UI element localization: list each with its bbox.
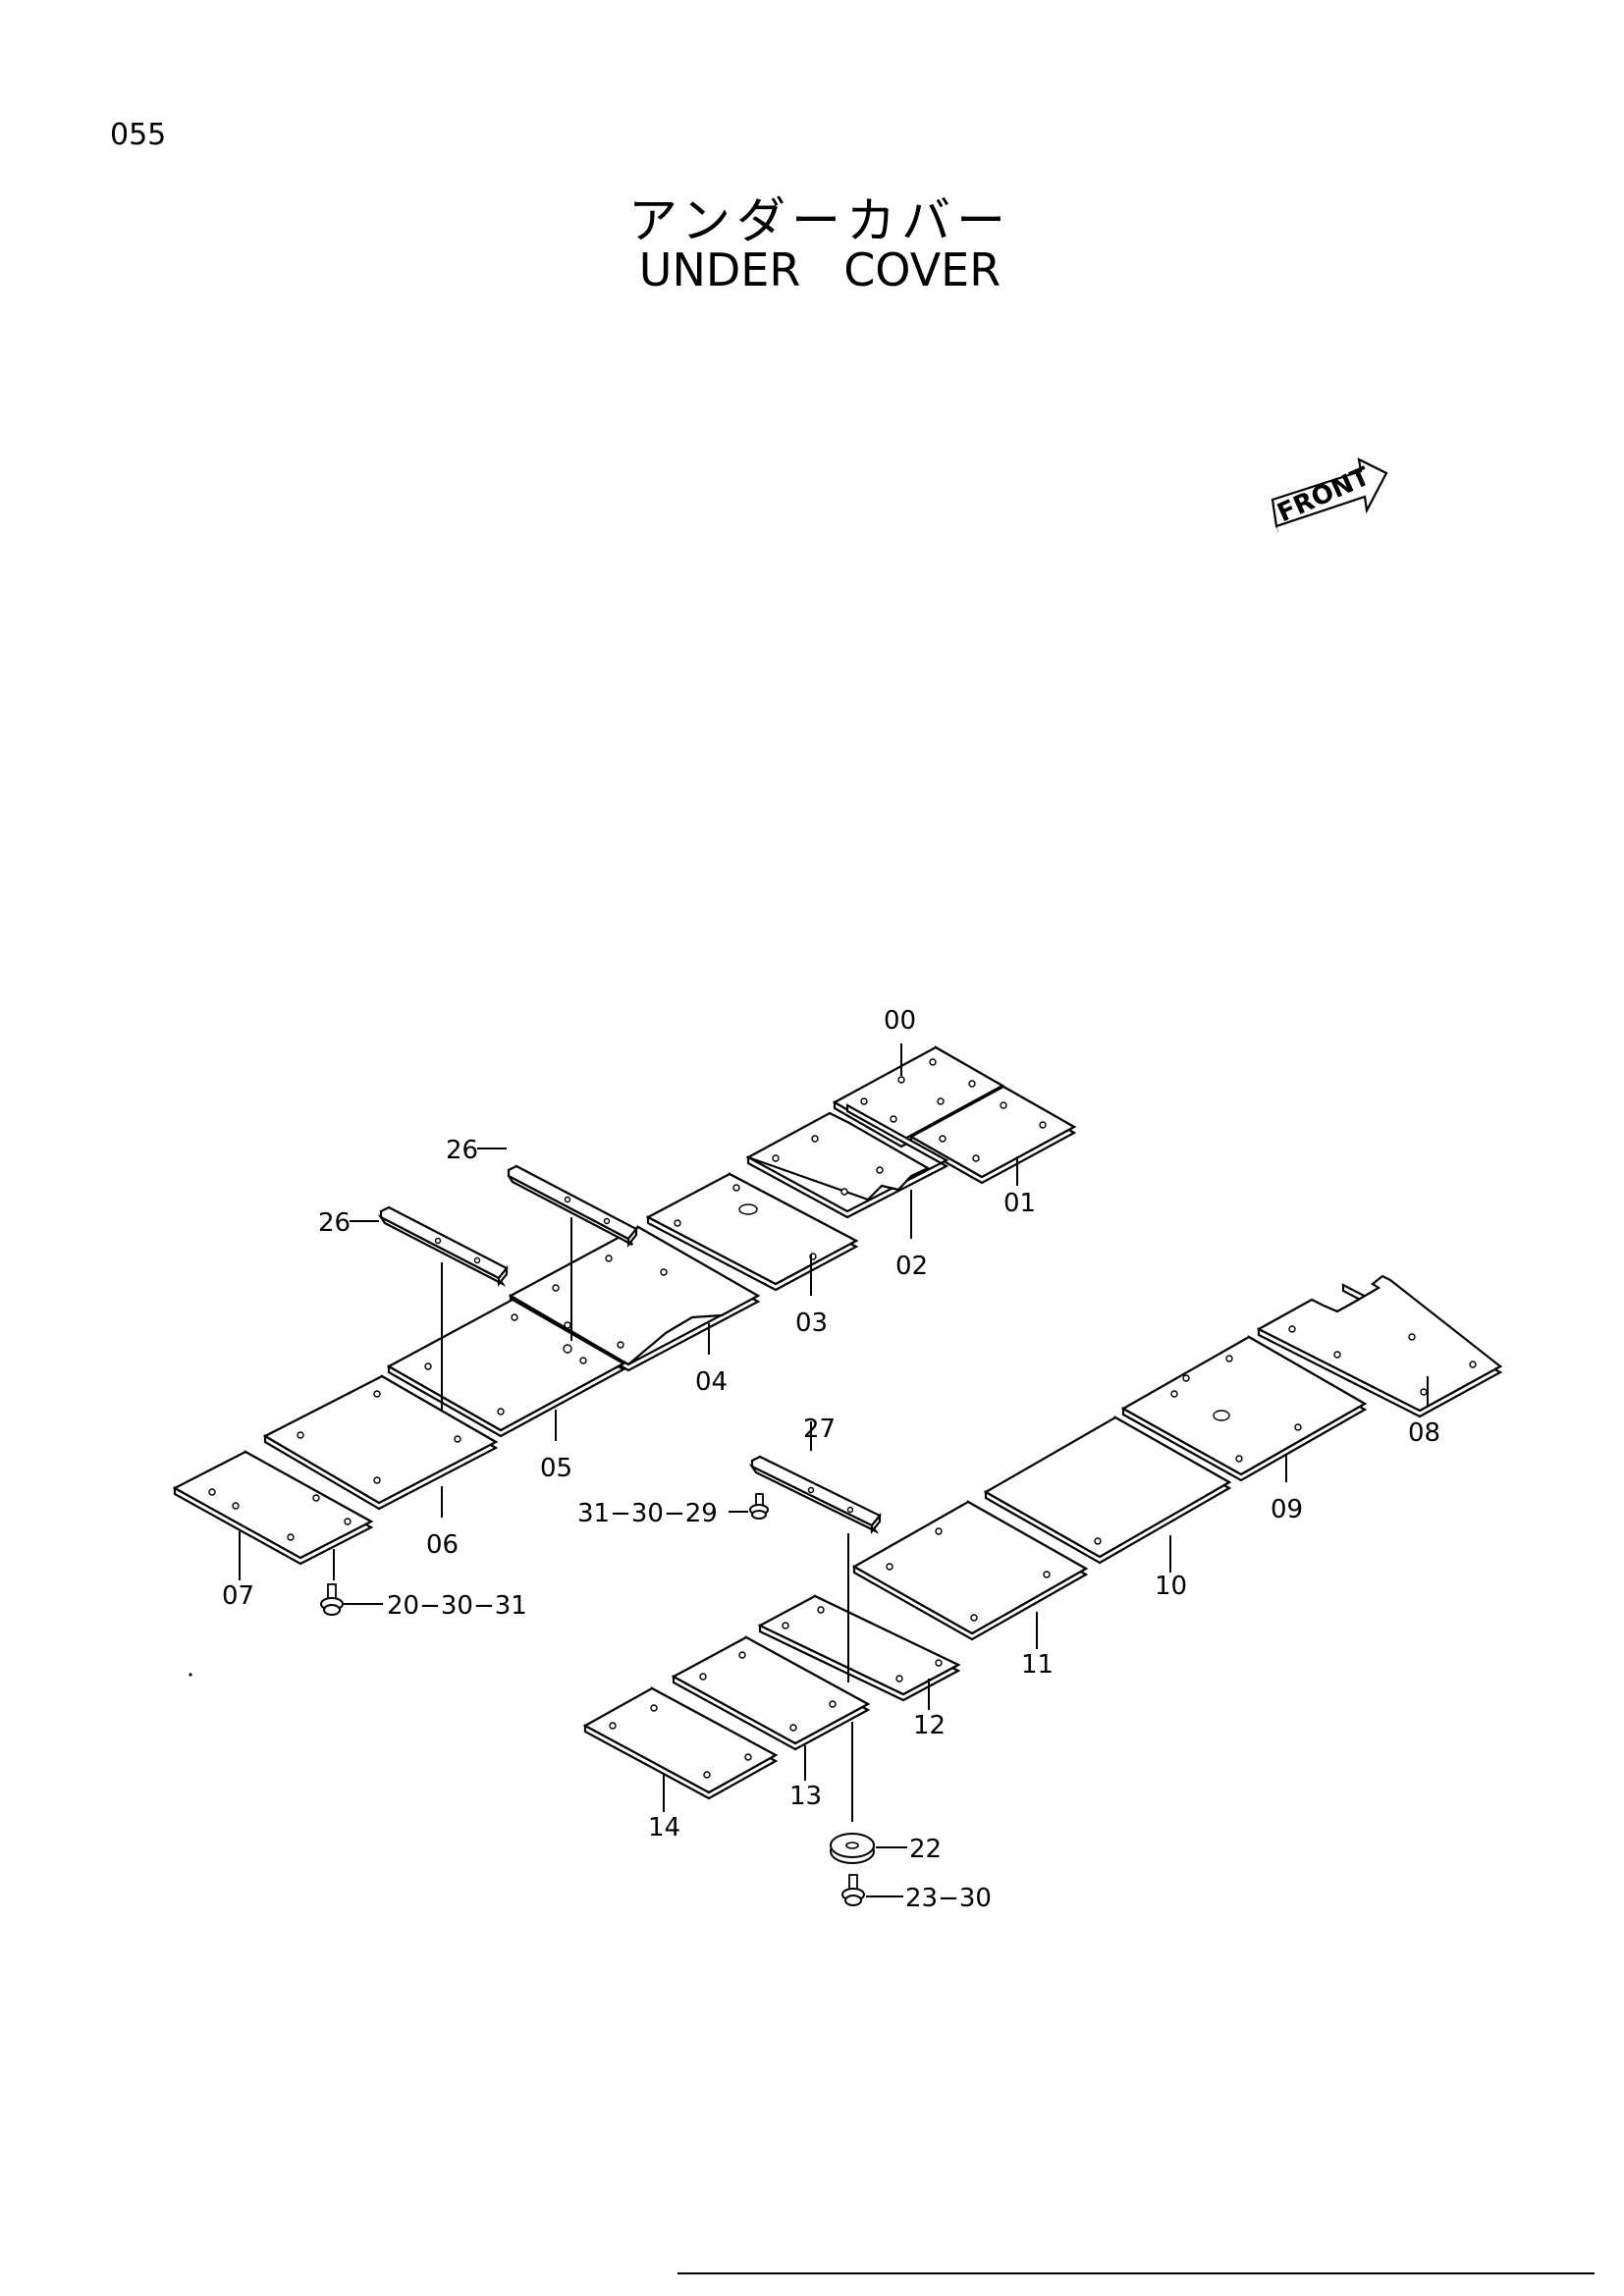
- label-bolt-20-30-31: 20−30−31: [387, 1591, 527, 1621]
- label-03: 03: [795, 1308, 828, 1338]
- label-07: 07: [222, 1581, 254, 1611]
- label-11: 11: [1021, 1650, 1054, 1680]
- bolt-31-30-29-icon: [749, 1493, 769, 1520]
- title-japanese: アンダーカバー: [628, 192, 1011, 249]
- label-06: 06: [426, 1530, 459, 1560]
- label-12: 12: [913, 1711, 946, 1740]
- label-13: 13: [789, 1782, 822, 1811]
- label-09: 09: [1271, 1495, 1303, 1524]
- plate-13: [671, 1635, 871, 1751]
- label-05: 05: [540, 1454, 572, 1483]
- label-26-upper: 26: [446, 1136, 478, 1165]
- plate-11: [851, 1500, 1089, 1641]
- label-22: 22: [909, 1835, 942, 1864]
- label-00: 00: [884, 1006, 916, 1036]
- plate-12: [757, 1594, 961, 1702]
- bolt-23-30-icon: [841, 1874, 865, 1906]
- rail-26-lower: [377, 1205, 509, 1288]
- label-04: 04: [695, 1367, 728, 1397]
- plate-03: [645, 1172, 859, 1292]
- label-14: 14: [648, 1813, 680, 1842]
- front-label: FRONT: [1273, 461, 1375, 528]
- plate-10: [983, 1415, 1232, 1565]
- title-english: UNDER COVER: [638, 243, 1001, 296]
- front-arrow-icon: FRONT: [1271, 457, 1388, 534]
- label-01: 01: [1003, 1189, 1036, 1218]
- plate-14: [582, 1686, 779, 1800]
- washer-22-icon: [830, 1833, 875, 1864]
- plate-08: [1256, 1274, 1503, 1418]
- label-26-lower: 26: [318, 1208, 351, 1238]
- plate-06: [262, 1374, 499, 1511]
- plate-07: [172, 1450, 374, 1566]
- plate-02: [745, 1103, 949, 1219]
- label-02: 02: [895, 1252, 928, 1281]
- label-27: 27: [803, 1415, 836, 1444]
- plate-05: [386, 1298, 626, 1438]
- label-bolt-31-30-29: 31−30−29: [577, 1499, 718, 1528]
- stray-mark: [189, 1673, 192, 1677]
- rail-26-upper: [507, 1164, 638, 1249]
- rail-27: [748, 1455, 882, 1535]
- label-bolt-23-30: 23−30: [905, 1884, 992, 1913]
- label-10: 10: [1155, 1572, 1187, 1601]
- bolt-20-30-31-icon: [320, 1583, 344, 1616]
- page-code: 055: [110, 118, 167, 152]
- plate-09: [1120, 1335, 1368, 1482]
- label-08: 08: [1408, 1418, 1440, 1448]
